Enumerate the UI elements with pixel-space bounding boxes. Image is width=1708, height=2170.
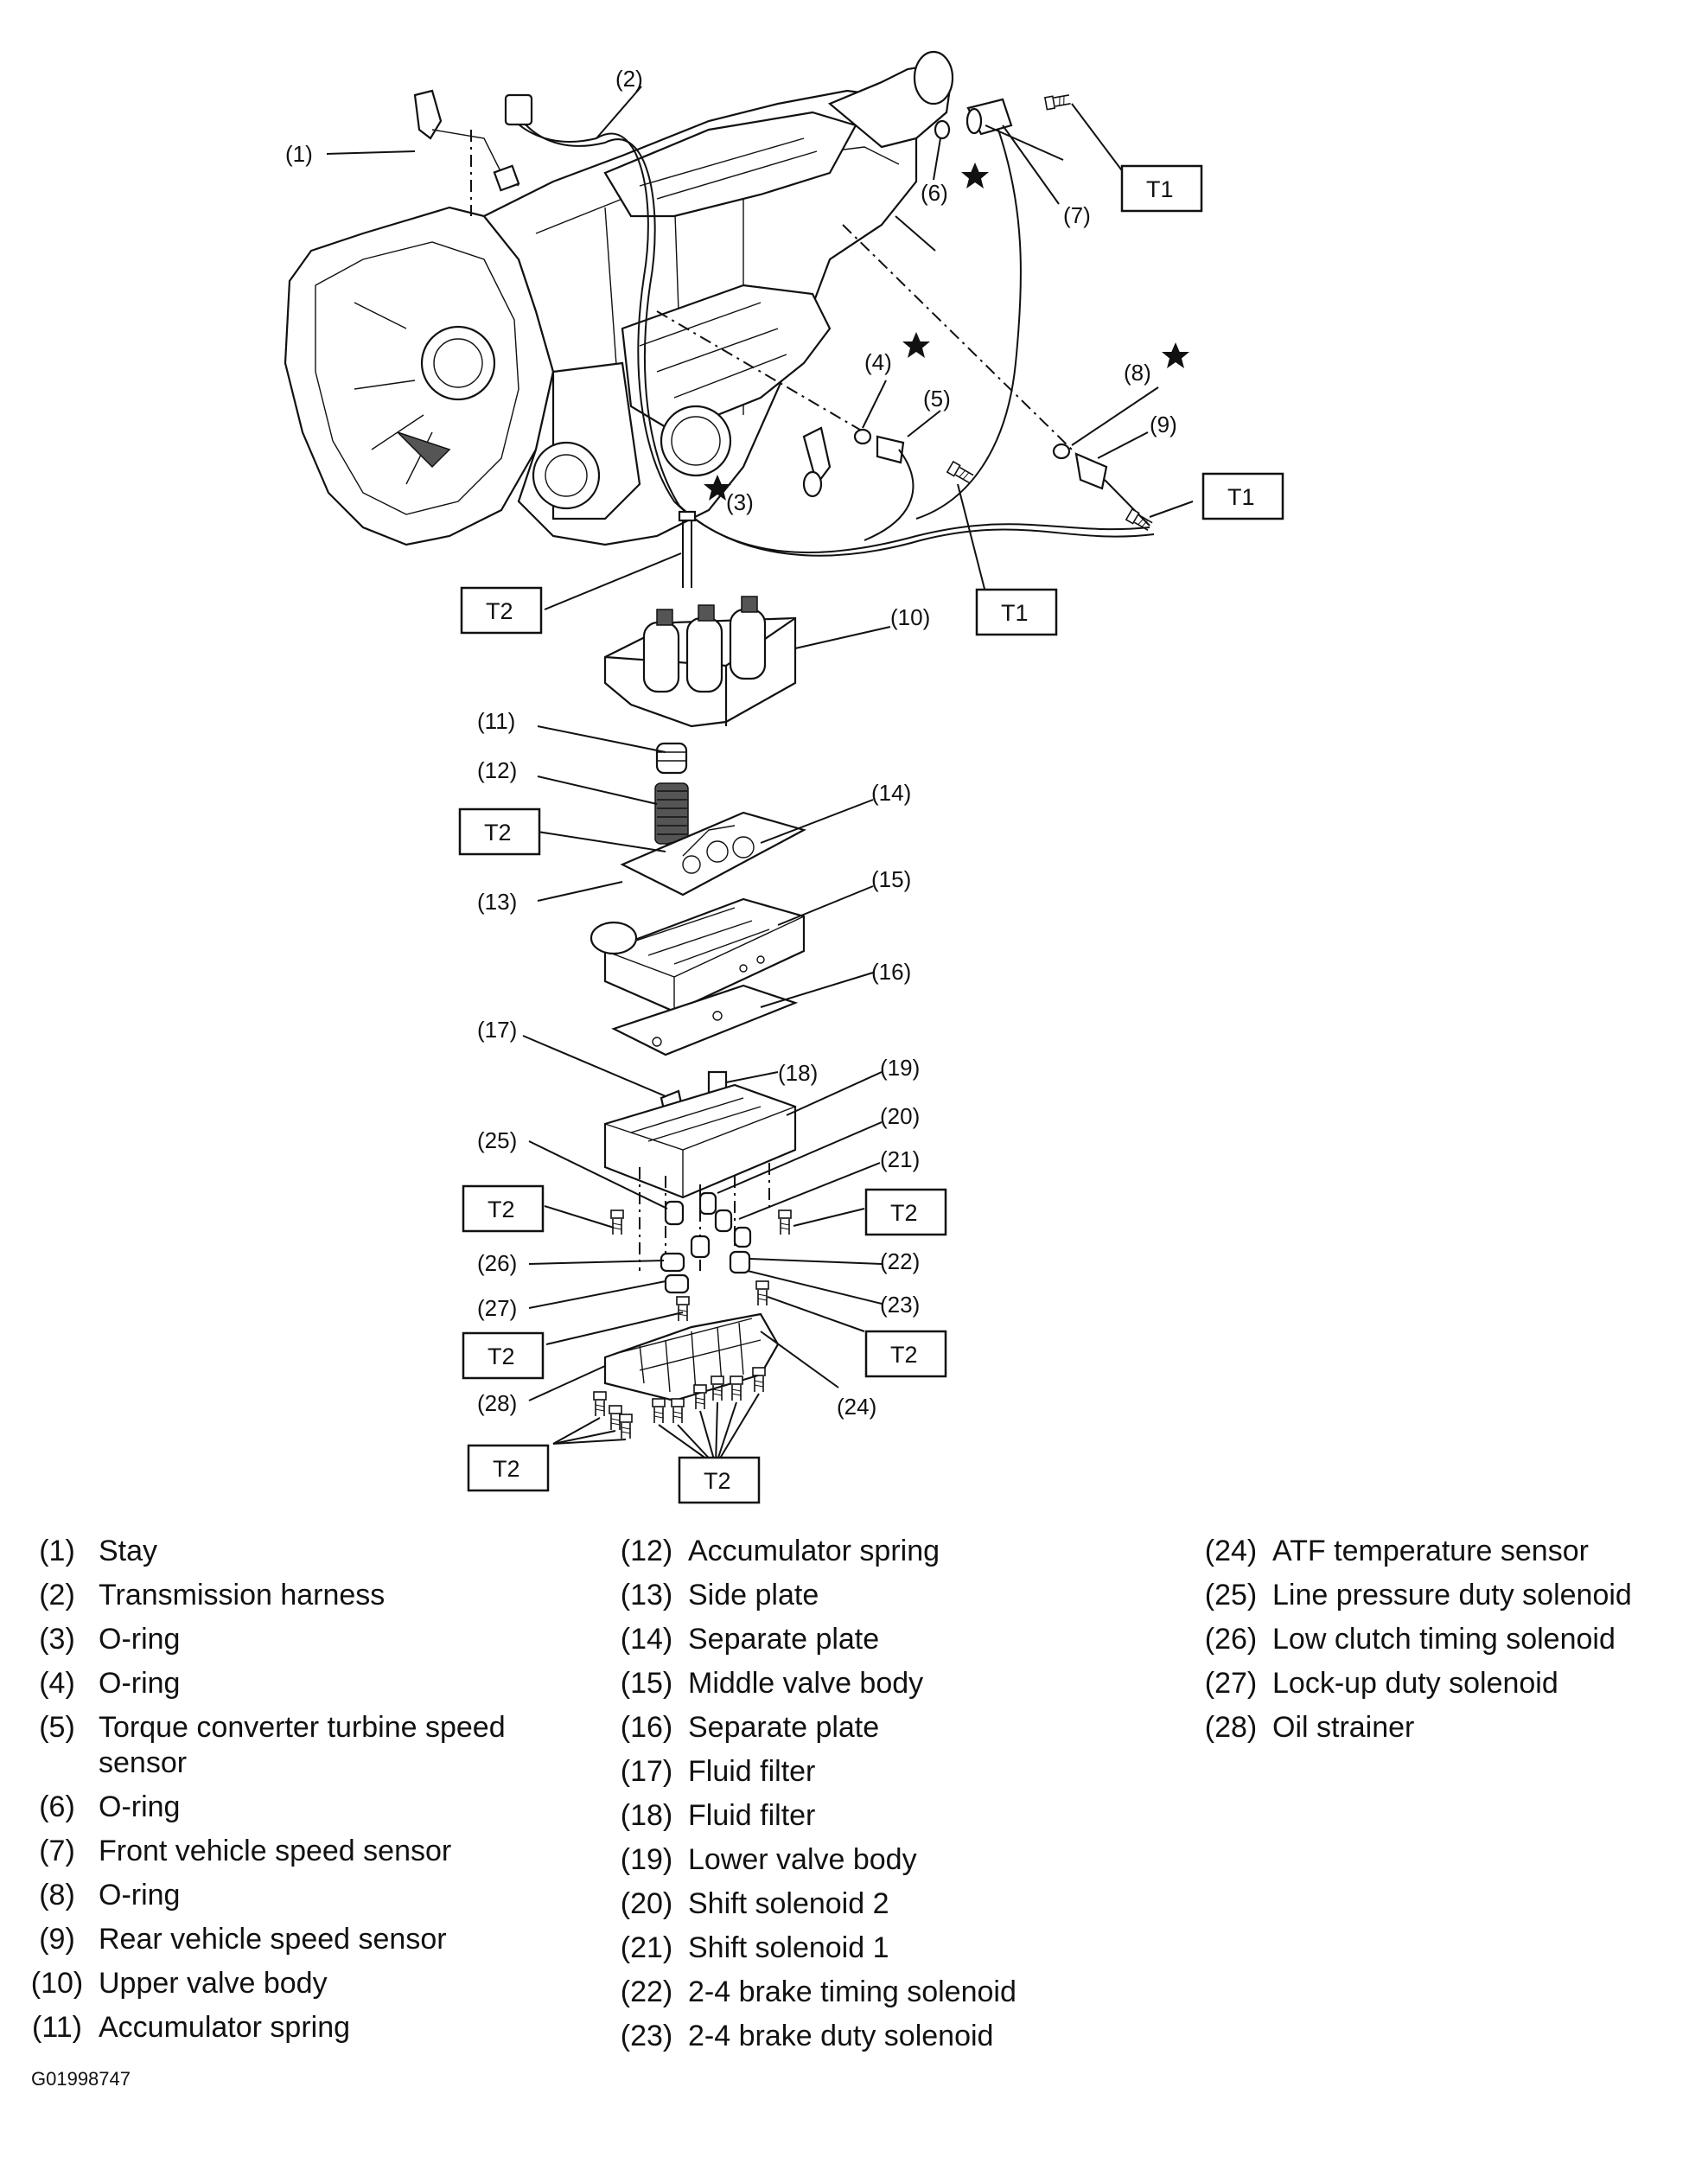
svg-text:T2: T2 [488,1197,515,1222]
legend-column-2: (12)Accumulator spring (13)Side plate (1… [605,1534,1017,2063]
torque-t2-box: T2 [460,586,543,635]
callouts: (1) (2) (3) (4) (5) (6) (7) (8) (9) (10)… [285,66,1177,1420]
torque-t1-box: T1 [1201,472,1284,520]
callout-17: (17) [477,1017,517,1043]
legend-item: (13)Side plate [620,1579,819,1612]
legend-item: (7)Front vehicle speed sensor [39,1835,452,1867]
legend-item: (25)Line pressure duty solenoid [1204,1579,1632,1612]
torque-t2-box: T2 [864,1188,947,1236]
callout-25: (25) [477,1127,517,1153]
torque-t2-box: T2 [458,807,541,856]
callout-7: (7) [1063,202,1091,228]
separate-plate-upper [620,811,806,897]
callout-22: (22) [880,1248,920,1274]
callout-2: (2) [615,66,643,92]
legend-item: (4)O-ring [39,1667,181,1700]
legend-column-1: (1)Stay (2)Transmission harness (3)O-rin… [16,1534,506,2054]
callout-24: (24) [837,1394,876,1420]
legend-item: (21)Shift solenoid 1 [620,1931,889,1964]
middle-valve-body [590,897,806,1013]
legend-item: (27)Lock-up duty solenoid [1204,1667,1558,1700]
svg-text:T2: T2 [890,1200,918,1226]
svg-text:T1: T1 [1146,176,1174,202]
legend-item: (20)Shift solenoid 2 [620,1887,889,1920]
stay-part [413,89,520,216]
legend-item: (9)Rear vehicle speed sensor [39,1923,447,1956]
legend-item: (17)Fluid filter [620,1755,816,1788]
torque-t1-box: T1 [1120,164,1203,213]
callout-26: (26) [477,1250,517,1276]
torque-t2-box: T2 [467,1444,550,1492]
figure-code: G01998747 [31,2068,131,2090]
callout-6: (6) [921,180,948,206]
front-speed-sensor-part [915,98,1064,520]
legend-item: (3)O-ring [39,1623,181,1656]
callout-13: (13) [477,889,517,915]
callout-9: (9) [1150,412,1177,437]
callout-12: (12) [477,757,517,783]
parts-legend: (1)Stay (2)Transmission harness (3)O-rin… [0,1522,1708,2127]
transmission-case [284,50,954,546]
legend-item: (14)Separate plate [620,1623,880,1656]
svg-text:T2: T2 [484,820,512,846]
legend-item: (22)2-4 brake timing solenoid [620,1975,1017,2008]
callout-18: (18) [778,1060,818,1086]
svg-text:T1: T1 [1227,484,1255,510]
legend-item: (28)Oil strainer [1204,1711,1415,1744]
svg-text:T1: T1 [1001,600,1029,626]
svg-text:T2: T2 [488,1343,515,1369]
callout-20: (20) [880,1103,920,1129]
callout-8: (8) [1124,360,1151,386]
callout-27: (27) [477,1295,517,1321]
svg-text:T2: T2 [493,1456,520,1482]
callout-11: (11) [477,708,515,734]
lower-valve-body [603,1083,797,1271]
upper-valve-body [603,596,797,728]
legend-item: (12)Accumulator spring [620,1535,940,1567]
torque-t1-box: T1 [975,588,1058,636]
svg-text:T2: T2 [890,1342,918,1368]
callout-23: (23) [880,1292,920,1318]
legend-item: (23)2-4 brake duty solenoid [620,2020,994,2052]
callout-28: (28) [477,1390,517,1416]
torque-t2-box: T2 [462,1184,545,1233]
torque-t2-box: T2 [462,1331,545,1380]
callout-3: (3) [726,489,754,515]
callout-15: (15) [871,866,911,892]
callout-21: (21) [880,1146,920,1172]
legend-text-line-2: sensor [99,1746,188,1779]
torque-t2-box: T2 [678,1456,761,1504]
legend-item: (10)Upper valve body [30,1967,328,2000]
callout-5: (5) [923,386,951,412]
torque-t2-box: T2 [864,1330,947,1378]
legend-item: (24)ATF temperature sensor [1204,1535,1589,1567]
legend-text-line-1: Torque converter turbine speed [99,1711,506,1744]
callout-10: (10) [890,604,930,630]
legend-item: (18)Fluid filter [620,1799,816,1832]
transmission-harness [504,93,1155,557]
callout-14: (14) [871,780,911,806]
legend-item: (16)Separate plate [620,1711,880,1744]
legend-item: (8)O-ring [39,1879,181,1912]
legend-item: (11)Accumulator spring [32,2011,351,2044]
svg-text:T2: T2 [486,598,513,624]
legend-item: (2)Transmission harness [39,1579,386,1612]
callout-16: (16) [871,959,911,985]
callout-19: (19) [880,1055,920,1081]
oil-strainer [603,1312,780,1402]
legend-item: (6)O-ring [39,1790,181,1823]
legend-column-3: (24)ATF temperature sensor (25)Line pres… [1189,1534,1632,1754]
solenoids [660,1191,752,1294]
legend-item: (15)Middle valve body [620,1667,924,1700]
callout-4: (4) [864,349,892,375]
leader-lines [326,86,1194,1466]
legend-item: (19)Lower valve body [620,1843,917,1876]
legend-item: (1)Stay [39,1535,158,1567]
separate-plate-lower [611,984,799,1056]
svg-text:T2: T2 [704,1468,731,1494]
legend-item: (26)Low clutch timing solenoid [1204,1623,1616,1656]
exploded-diagram: (1) (2) (3) (4) (5) (6) (7) (8) (9) (10)… [284,50,1284,1504]
callout-1: (1) [285,141,313,167]
